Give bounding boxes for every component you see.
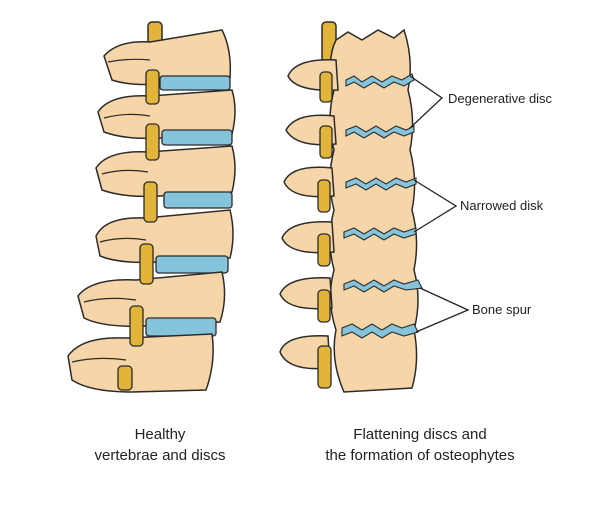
- healthy-caption-line1: Healthy: [134, 426, 186, 443]
- healthy-spinal-cord-bottom: [117, 365, 133, 391]
- callout-label-bone-spur: Bone spur: [472, 302, 532, 317]
- healthy-spinal-cord: [145, 69, 160, 105]
- healthy-vertebra: [95, 145, 236, 198]
- healthy-spinal-cord: [139, 243, 154, 285]
- degenerated-disc: [341, 323, 419, 339]
- healthy-vertebra: [103, 29, 232, 86]
- callout-line-narrowed: [413, 179, 458, 233]
- healthy-caption: Healthy vertebrae and discs: [70, 424, 250, 466]
- degenerated-spinal-cord: [317, 233, 331, 267]
- healthy-caption-line2: vertebrae and discs: [94, 447, 226, 464]
- degenerated-caption: Flattening discs and the formation of os…: [290, 424, 550, 466]
- degenerated-disc: [345, 177, 417, 191]
- healthy-spinal-cord: [129, 305, 144, 347]
- callout-label-degenerative-disc: Degenerative disc: [448, 91, 553, 106]
- callout-label-narrowed-disk: Narrowed disk: [460, 198, 544, 213]
- degenerated-disc: [343, 279, 423, 293]
- callout-lines: [409, 75, 470, 333]
- degenerated-disc: [345, 125, 415, 139]
- healthy-spine: [67, 21, 236, 393]
- healthy-disc: [161, 129, 233, 146]
- callout-line-degenerative: [409, 75, 444, 129]
- degenerated-spine: [279, 21, 423, 393]
- degenerated-spinal-cord: [319, 71, 333, 103]
- degenerated-spinal-cord: [317, 179, 331, 213]
- degenerated-disc: [343, 227, 417, 241]
- healthy-disc: [145, 317, 217, 337]
- degenerated-spinal-cord: [317, 289, 331, 323]
- healthy-disc: [163, 191, 233, 209]
- healthy-disc: [159, 75, 231, 91]
- degenerated-spinal-cord: [319, 125, 333, 159]
- degenerated-disc: [345, 73, 415, 89]
- degenerated-spinal-cord-bottom: [317, 345, 332, 389]
- healthy-vertebra: [77, 271, 226, 328]
- healthy-vertebra: [97, 89, 236, 140]
- healthy-spinal-cord: [145, 123, 160, 161]
- healthy-vertebra: [95, 209, 234, 264]
- callout-line-bonespur: [415, 287, 470, 333]
- degenerated-caption-line2: the formation of osteophytes: [325, 447, 515, 464]
- healthy-vertebra: [67, 333, 214, 393]
- healthy-disc: [155, 255, 229, 274]
- healthy-spinal-cord: [143, 181, 158, 223]
- degenerated-caption-line1: Flattening discs and: [353, 426, 487, 443]
